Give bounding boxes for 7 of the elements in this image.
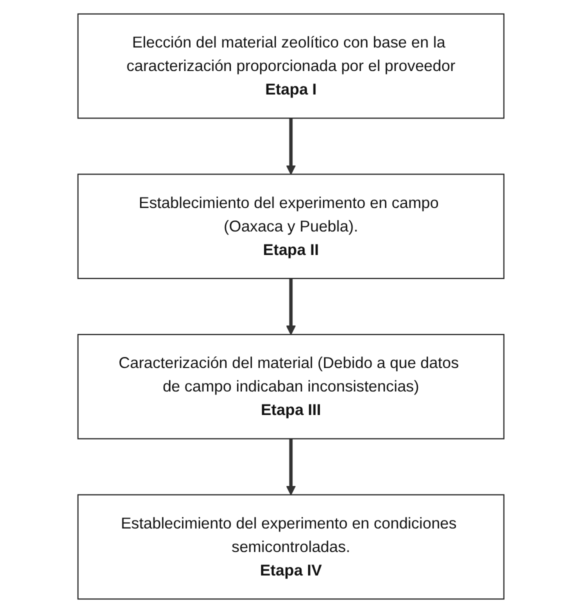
node-box: Establecimiento del experimento en condiciones semicontroladas. Etapa IV bbox=[78, 494, 504, 600]
arrow bbox=[286, 438, 296, 496]
arrow bbox=[286, 118, 296, 175]
arrow bbox=[286, 278, 296, 335]
node-box: Establecimiento del experimento en campo (Oaxaca y Puebla). Etapa II bbox=[78, 174, 504, 280]
node-box: Caracterización del material (Debido a que datos de campo indicaban inconsistencias) Etapa III bbox=[78, 334, 504, 440]
node-box: Elección del material zeolítico con base en la caracterización proporcionada por el proveedor Etapa I bbox=[78, 13, 504, 119]
